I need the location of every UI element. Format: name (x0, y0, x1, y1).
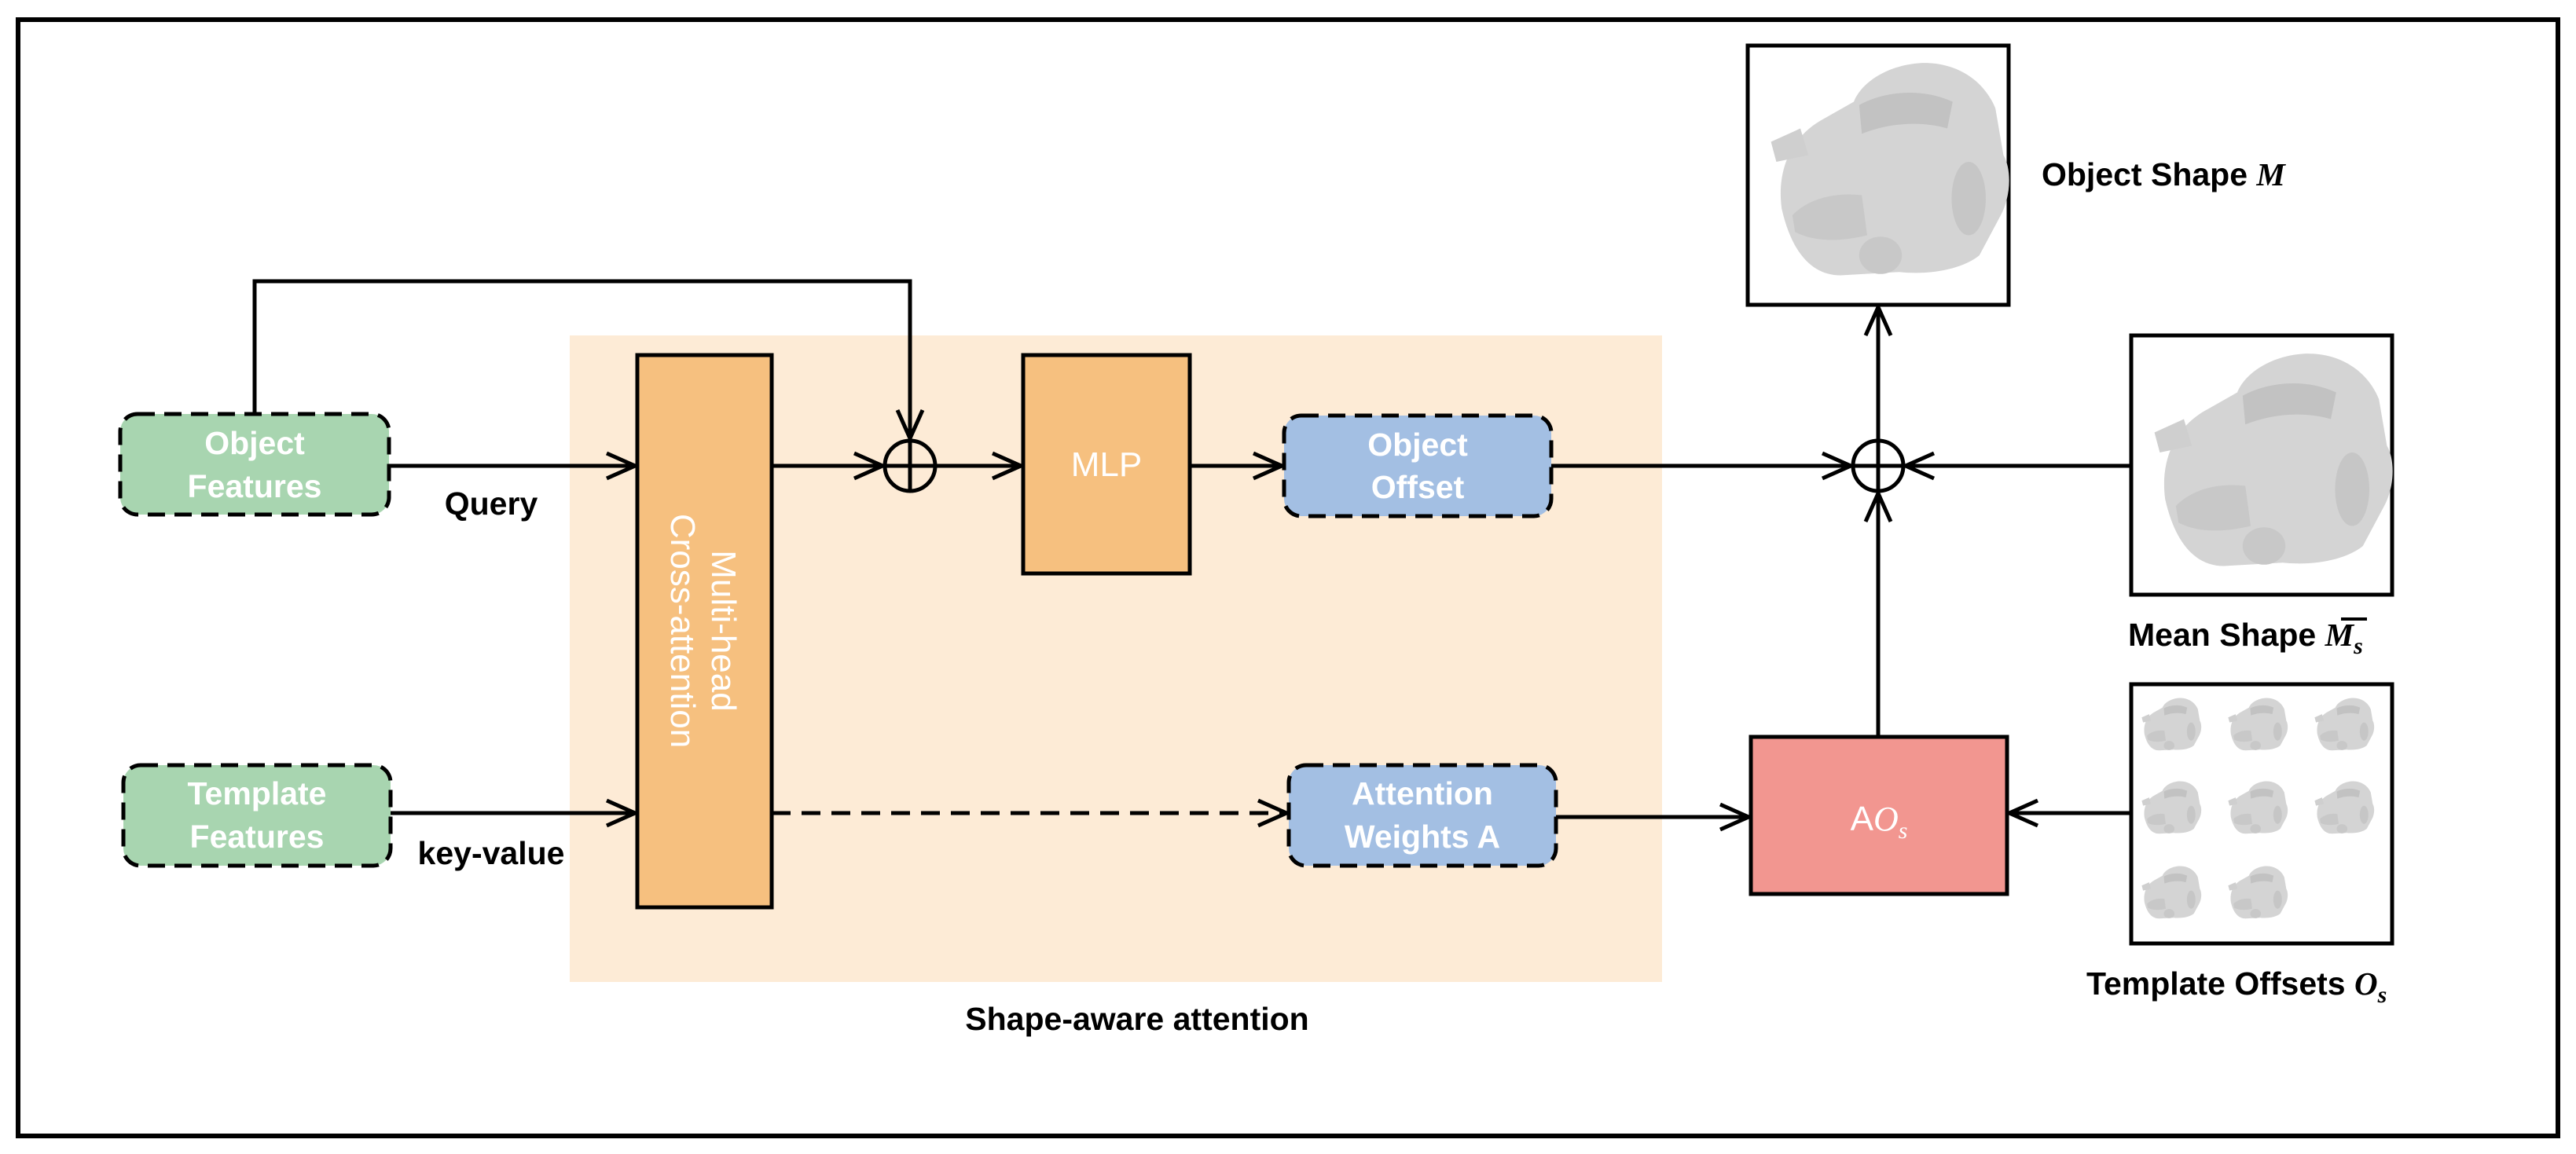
shape-aware-attention-caption: Shape-aware attention (965, 1001, 1308, 1037)
cross-attention-label-1: Multi-head (704, 550, 743, 711)
object-offset-label-2: Offset (1371, 469, 1465, 505)
attention-weights-label-2: Weights A (1345, 819, 1500, 855)
connections (252, 279, 2131, 817)
key-value-label: key-value (418, 835, 565, 871)
template-features-node: Template Features (121, 763, 393, 868)
object-features-node: Object Features (118, 412, 391, 517)
object-offset-node: Object Offset (1282, 413, 1554, 518)
weighted-offset-label: AOs (1851, 800, 1908, 844)
template-offsets-label: Template Offsets Os (2086, 965, 2387, 1008)
template-features-label-1: Template (188, 775, 327, 811)
template-offsets-image (2129, 682, 2394, 946)
weighted-offset-block: AOs (1749, 735, 2009, 896)
object-features-label-1: Object (204, 425, 305, 461)
cross-attention-block: Multi-head Cross-attention (635, 353, 774, 910)
mean-shape-label: Mean Shape Ms (2128, 617, 2363, 659)
mlp-label: MLP (1071, 445, 1142, 484)
object-offset-label-1: Object (1367, 427, 1468, 463)
arrow-skip-connection (252, 279, 910, 438)
shape-sum-node (1851, 438, 1906, 493)
template-features-label-2: Features (190, 819, 325, 855)
outer-frame (16, 17, 2560, 1138)
mlp-block: MLP (1021, 353, 1192, 576)
object-shape-image (1745, 43, 2011, 307)
attention-weights-node: Attention Weights A (1286, 763, 1558, 868)
attention-weights-label-1: Attention (1352, 775, 1493, 811)
cross-attention-label-2: Cross-attention (663, 514, 702, 748)
query-label: Query (445, 485, 538, 522)
mean-shape-image (2129, 333, 2394, 597)
object-features-label-2: Features (188, 468, 322, 504)
object-shape-label: Object Shape M (2042, 156, 2286, 192)
residual-sum-node (883, 438, 938, 493)
